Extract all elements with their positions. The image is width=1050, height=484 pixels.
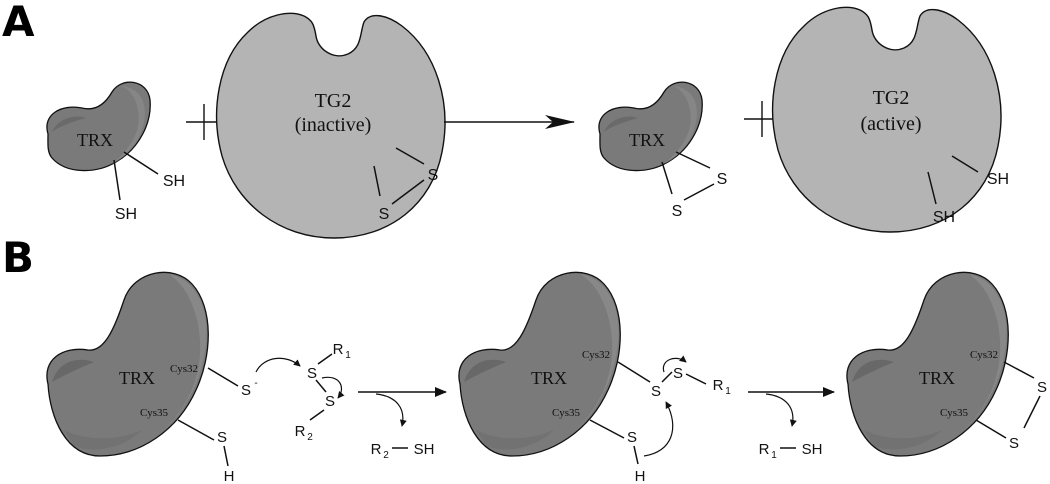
substrate-r1-bond [317,353,333,365]
tg2-disulfide-bond-2 [373,165,381,197]
intermediate-cys32-bond [617,361,651,383]
substrate-r2: R [295,423,306,440]
nucleophilic-attack-arrow [255,357,301,373]
tg2-inactive-label: TG2 [315,90,352,112]
panel-label-a: A [2,0,35,46]
tg2-active-sh-2: SH [933,209,955,226]
trx-intermediate-group: TRX Cys32 Cys35 S S R 1 S H [458,271,731,484]
trx-final-cys35: Cys35 [940,407,969,419]
product-r1sh-sh: SH [802,441,823,458]
substrate-r2-bond [309,409,325,421]
trx-intermediate-label: TRX [531,368,567,388]
release-arrow-r2sh [375,393,407,427]
intramolecular-attack-arrow [643,401,674,457]
tg2-active-label: TG2 [873,87,910,109]
trx-ox-bond-3 [683,183,715,201]
trx-intermediate-cys35: Cys35 [552,407,581,419]
trx-final-shape [846,271,1009,457]
substrate-r1-sub: 1 [345,350,351,361]
tg2-disulfide-bond-1 [395,147,425,165]
intermediate-r1-bond [685,373,707,385]
substrate-r1: R [333,341,344,358]
product-r2sh: R 2 SH [371,441,435,461]
cys32-thiolate-bond [207,367,239,387]
product-r2sh-sh: SH [414,441,435,458]
trx-intermediate-cys32: Cys32 [582,349,610,361]
trx-ox-bond-1 [675,151,711,169]
final-cys35-bond [975,419,1007,439]
tg2-active-state: (active) [860,113,921,135]
intermediate-r1-sub: 1 [725,386,731,397]
final-cys32-bond [1003,361,1035,379]
substrate-s-2: S [325,393,335,410]
trx-thiolate-cys32: Cys32 [170,363,198,375]
trx-reduced-shape [46,81,151,172]
thiolate-s: S [241,382,251,399]
intermediate-s-1: S [651,383,661,400]
trx-final-cys32: Cys32 [970,349,998,361]
cys35-s: S [217,429,227,446]
tg2-s-2: S [379,206,390,223]
ss-cleavage-arrow [321,376,345,399]
trx-thiolate-label: TRX [119,368,155,388]
intermediate-s-2: S [673,365,683,382]
trx-reduced-group: TRX SH SH [46,81,185,223]
ss-exchange-arrow [662,355,687,373]
trx-sh-2: SH [115,206,137,223]
intermediate-cys35-h: H [635,468,646,484]
cys35-h-bond [223,445,229,467]
trx-sh-1: SH [163,173,185,190]
tg2-active-sh-1: SH [987,171,1009,188]
trx-oxidized-label: TRX [629,130,665,150]
intermediate-cys35-s: S [627,429,637,446]
tg2-inactive-group: TG2 (inactive) S S [215,12,446,239]
tg2-active-sh-bond-2 [927,171,937,205]
thiolate-charge: - [254,378,257,389]
trx-sh-bond-2 [113,159,121,201]
substrate-disulfide: S R 1 S R 2 [295,341,352,443]
trx-ox-bond-2 [661,161,673,195]
tg2-disulfide-bond-3 [391,179,425,205]
intermediate-cys35-bond [589,419,625,439]
trx-intermediate-shape [458,271,621,457]
substrate-ss-bond [315,379,327,393]
cys35-h: H [224,468,235,484]
trx-ox-s-1: S [717,171,728,188]
trx-final-label: TRX [919,368,955,388]
trx-thiolate-cys35: Cys35 [140,407,169,419]
tg2-active-sh-bond-1 [951,155,979,173]
trx-reduced-label: TRX [77,130,113,150]
substrate-s-1: S [307,365,317,382]
trx-ox-s-2: S [672,203,683,220]
tg2-inactive-state: (inactive) [295,114,372,136]
trx-thiolate-group: TRX Cys32 Cys35 S - S H [46,271,258,484]
product-r1sh: R 1 SH [759,441,823,461]
final-ss-bond [1023,395,1041,429]
trx-oxidized-group: TRX S S [598,81,728,220]
final-s-1: S [1037,379,1047,396]
tg2-active-group: TG2 (active) SH SH [771,6,1009,233]
final-s-2: S [1009,435,1019,452]
panel-label-b: B [2,233,34,282]
trx-sh-bond-1 [123,151,159,175]
intermediate-cys35-h-bond [633,445,639,465]
release-arrow-r1sh [765,393,797,427]
tg2-s-1: S [428,167,439,184]
intermediate-r1: R [713,377,724,394]
trx-final-group: TRX Cys32 Cys35 S S [846,271,1047,457]
product-r2-sub: 2 [383,450,389,461]
cys35-sh-bond [177,419,215,441]
product-r1-sub: 1 [771,450,777,461]
substrate-r2-sub: 2 [307,432,313,443]
intermediate-ss-bond [661,371,673,383]
product-r1: R [759,441,770,458]
product-r2: R [371,441,382,458]
